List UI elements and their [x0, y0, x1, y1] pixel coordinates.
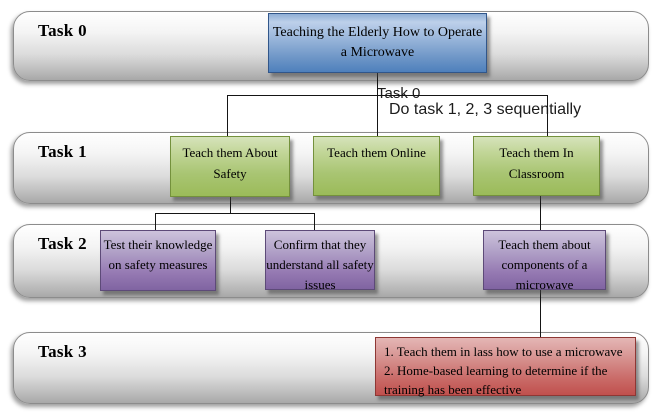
connector-to-safety	[227, 95, 228, 136]
node-teach-components: Teach them about components of a microwa…	[483, 230, 606, 292]
node-teach-about-safety: Teach them About Safety	[170, 136, 290, 197]
annotation-task0-label: Task 0	[377, 85, 421, 102]
connector-bus-task2	[155, 213, 315, 214]
node-classroom-plan: 1. Teach them in lass how to use a micro…	[375, 337, 636, 397]
connector-to-classroom	[547, 95, 548, 136]
node-confirm-understanding: Confirm that they understand all safety …	[265, 230, 375, 292]
row-label-task0: Task 0	[38, 21, 87, 40]
connector-to-online	[377, 95, 378, 136]
connector-bus-task1	[227, 95, 548, 96]
row-label-task1: Task 1	[38, 142, 87, 161]
node-root-task: Teaching the Elderly How to Operate a Mi…	[268, 13, 487, 73]
connector-to-test	[155, 213, 156, 230]
row-label-task2: Task 2	[38, 234, 87, 253]
node-teach-in-classroom: Teach them In Classroom	[473, 136, 600, 196]
row-label-task3: Task 3	[38, 342, 87, 361]
connector-components-to-plan	[540, 289, 541, 337]
connector-to-confirm	[314, 213, 315, 230]
connector-root-drop	[377, 73, 378, 95]
node-teach-online: Teach them Online	[313, 136, 440, 196]
connector-safety-drop	[230, 196, 231, 214]
connector-classroom-to-components	[540, 195, 541, 230]
classroom-plan-item-2: 2. Home-based learning to determine if t…	[384, 363, 608, 397]
annotation-sequence-note: Do task 1, 2, 3 sequentially	[389, 101, 582, 118]
node-test-knowledge: Test their knowledge on safety measures	[100, 230, 216, 291]
classroom-plan-item-1: 1. Teach them in lass how to use a micro…	[384, 344, 623, 359]
